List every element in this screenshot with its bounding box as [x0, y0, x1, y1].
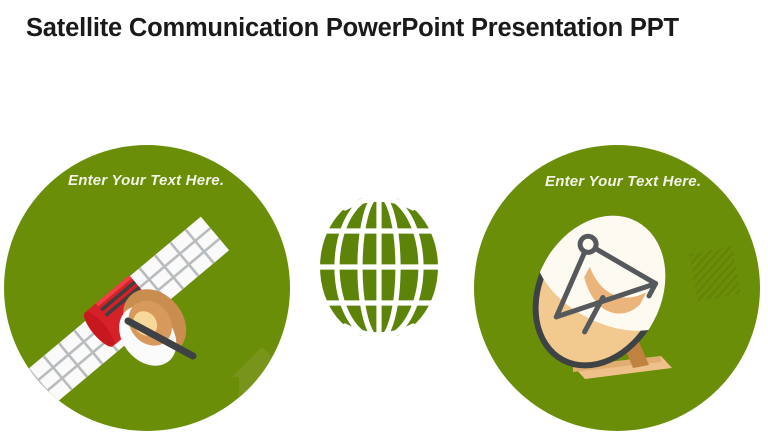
- page-title: Satellite Communication PowerPoint Prese…: [26, 14, 679, 42]
- satellite-antenna-rod: [124, 317, 197, 360]
- right-circle-label: Enter Your Text Here.: [545, 173, 702, 190]
- globe-icon: [317, 192, 441, 342]
- satellite-dish-icon: [532, 192, 692, 379]
- satellite-icon: [12, 216, 230, 416]
- dish-outline: [532, 215, 666, 369]
- dish-leg-back: [605, 298, 649, 368]
- signal-waves-icon: [689, 246, 741, 302]
- left-circle-label: Enter Your Text Here.: [68, 172, 225, 189]
- dish-leg-front: [590, 300, 612, 365]
- dish-base: [573, 356, 672, 379]
- house-icon: [232, 347, 290, 412]
